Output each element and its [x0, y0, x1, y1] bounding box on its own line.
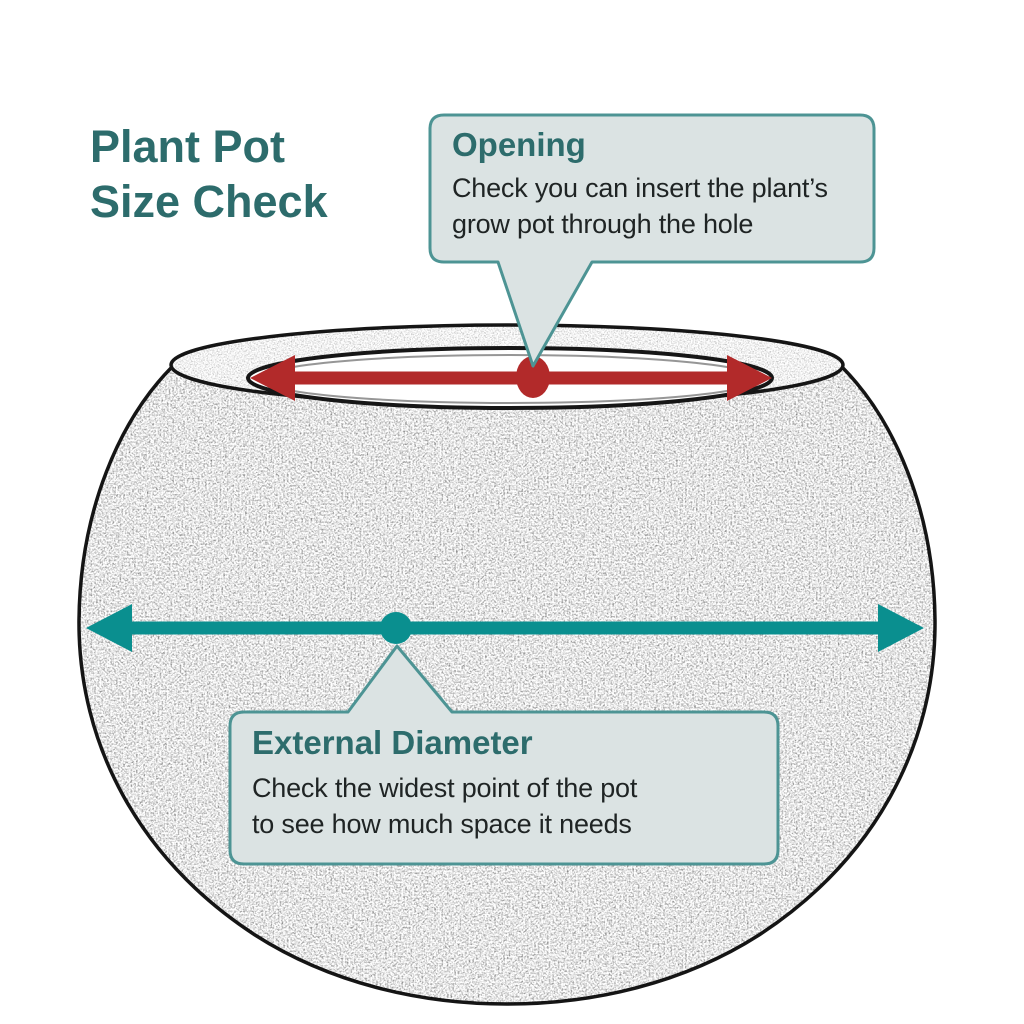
- page-title: Plant Pot Size Check: [90, 120, 328, 230]
- external-diameter-callout-body-line2: to see how much space it needs: [252, 809, 632, 839]
- external-diameter-callout-body-line1: Check the widest point of the pot: [252, 773, 638, 803]
- opening-callout-body: Check you can insert the plant’s grow po…: [452, 170, 828, 242]
- opening-callout-body-line2: grow pot through the hole: [452, 209, 754, 239]
- external-diameter-center-dot: [380, 612, 412, 644]
- page-title-line2: Size Check: [90, 175, 328, 227]
- opening-callout-body-line1: Check you can insert the plant’s: [452, 173, 828, 203]
- opening-arrow: [250, 355, 772, 401]
- opening-callout-title: Opening: [452, 126, 586, 163]
- external-diameter-callout-title: External Diameter: [252, 724, 533, 761]
- external-diameter-callout-body: Check the widest point of the pot to see…: [252, 770, 637, 842]
- external-diameter-arrow: [86, 604, 924, 652]
- page-title-line1: Plant Pot: [90, 121, 286, 172]
- external-callout-shape: [228, 644, 780, 866]
- opening-callout-shape: [428, 113, 876, 368]
- pot-body-texture: [78, 368, 936, 1004]
- opening-center-dot: [516, 356, 550, 398]
